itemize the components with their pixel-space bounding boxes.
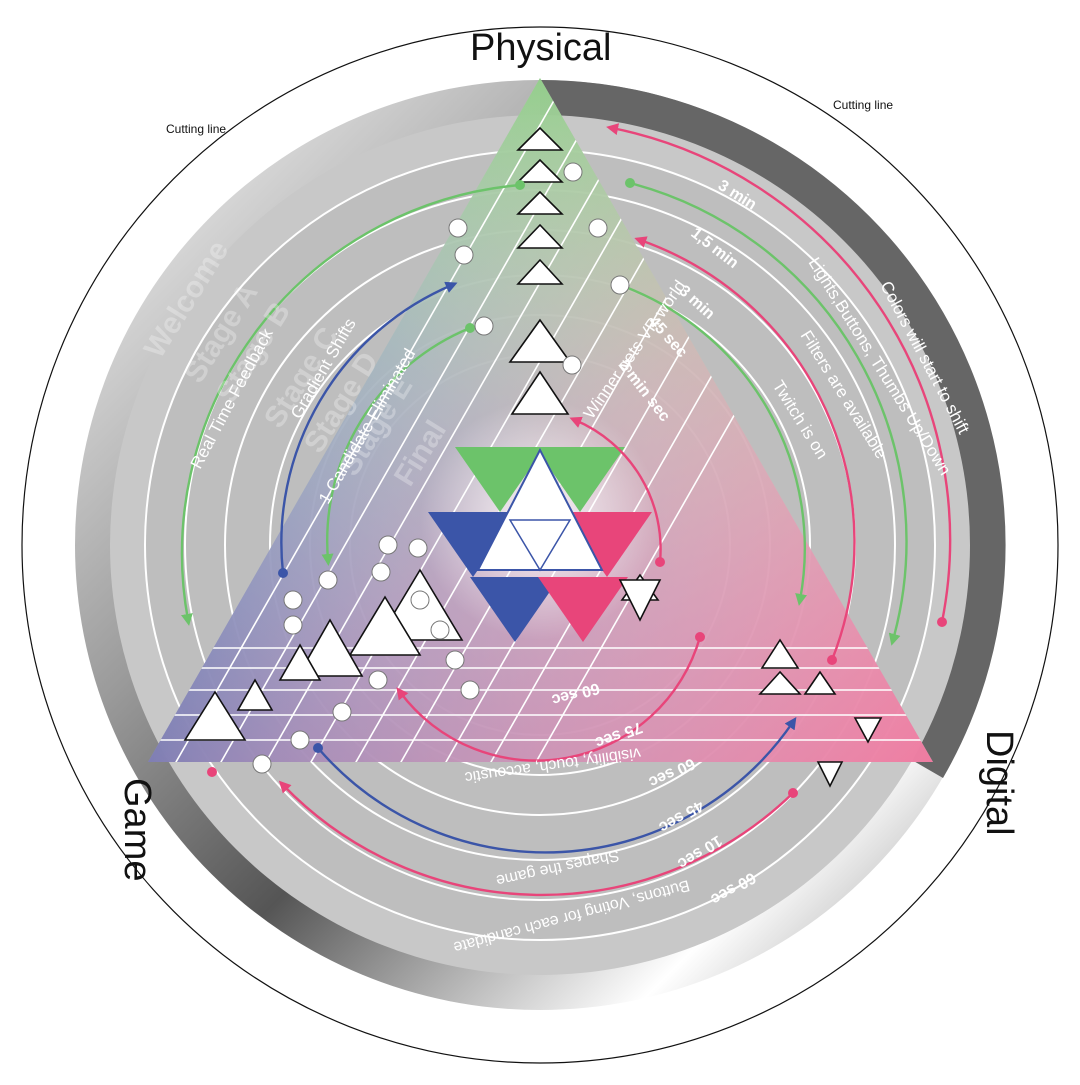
- icon-circle-18: [332, 702, 352, 722]
- center-triangles: [428, 447, 652, 642]
- arrow-pink-filters: [634, 236, 856, 661]
- center-tri-green-right: [535, 447, 625, 512]
- small-triangle-1: [516, 158, 564, 183]
- arrow-blue-bottom: [317, 717, 797, 854]
- icon-circle-16: [460, 680, 480, 700]
- dot-blue-bottom: [313, 743, 323, 753]
- small-triangle-0: [516, 126, 564, 151]
- horizontal-bands: [148, 647, 933, 741]
- small-triangle-18: [816, 761, 844, 788]
- arrow-green-lights: [629, 181, 908, 646]
- small-triangle-10: [278, 643, 322, 681]
- icon-circle-10: [371, 562, 391, 582]
- center-tri-blue-bottom: [470, 577, 560, 642]
- icon-circle-13: [410, 590, 430, 610]
- dot-pink-left: [207, 767, 217, 777]
- arrows: [180, 123, 952, 897]
- small-triangle-2: [516, 190, 564, 215]
- small-triangle-3: [516, 223, 564, 249]
- center-tri-blue-top: [428, 512, 518, 577]
- arrow-pink-winner: [569, 416, 662, 563]
- dot-pink-bottom-inner: [695, 632, 705, 642]
- icon-circle-2: [474, 316, 494, 336]
- diagonal-line-0: [159, 89, 561, 762]
- corner-game: Game: [116, 778, 158, 882]
- small-triangle-4: [516, 258, 564, 285]
- icon-circle-9: [318, 570, 338, 590]
- dot-pink-filters: [827, 655, 837, 665]
- corner-digital: Digital: [978, 730, 1020, 836]
- icon-circle-1: [454, 245, 474, 265]
- small-triangles: [183, 126, 883, 788]
- center-tri-green-left: [455, 447, 545, 512]
- small-triangle-19: [618, 579, 662, 622]
- center-inner-triangle: [508, 519, 572, 572]
- icon-circle-12: [283, 615, 303, 635]
- icon-circle-20: [252, 754, 272, 774]
- dot-green-lights: [625, 178, 635, 188]
- small-triangle-8: [348, 595, 422, 656]
- small-triangle-17: [853, 717, 883, 744]
- icon-circle-15: [445, 650, 465, 670]
- arrow-blue-gradient: [280, 281, 458, 574]
- icon-circle-11: [283, 590, 303, 610]
- arrow-green-candidate: [321, 326, 471, 566]
- cutting-line-left: Cutting line: [166, 122, 227, 136]
- dot-pink-winner: [655, 557, 665, 567]
- icon-circle-19: [290, 730, 310, 750]
- icon-circle-8: [408, 538, 428, 558]
- small-triangle-6: [510, 370, 570, 415]
- small-triangle-5: [508, 318, 572, 363]
- dot-green-realtime: [515, 180, 525, 190]
- small-triangle-16: [758, 670, 802, 695]
- cutting-line-right: Cutting line: [833, 98, 894, 112]
- arrow-pink-bottom-outer: [278, 780, 794, 897]
- icon-circle-17: [368, 670, 388, 690]
- corner-physical: Physical: [470, 27, 612, 69]
- arrow-green-twitch: [619, 283, 808, 606]
- small-triangle-9: [296, 618, 364, 677]
- icon-circle-4: [588, 218, 608, 238]
- center-tri-pink-top: [562, 512, 652, 577]
- dot-pink-colors: [937, 617, 947, 627]
- small-triangle-11: [183, 690, 247, 741]
- icon-circles: [252, 162, 630, 774]
- dot-green-candidate: [465, 323, 475, 333]
- arrow-pink-colors: [606, 123, 952, 623]
- dot-blue-gradient: [278, 568, 288, 578]
- icon-circle-0: [448, 218, 468, 238]
- icon-circle-6: [562, 355, 582, 375]
- arrow-pink-bottom-inner: [396, 636, 702, 762]
- center-tri-pink-bottom: [538, 577, 628, 642]
- small-triangle-15: [803, 670, 837, 695]
- icon-circle-14: [430, 620, 450, 640]
- small-triangle-14: [760, 638, 800, 669]
- icon-circle-7: [378, 535, 398, 555]
- arrow-green-realtime: [180, 183, 521, 626]
- dot-pink-bottom-outer: [788, 788, 798, 798]
- icon-circle-5: [610, 275, 630, 295]
- icon-circle-3: [563, 162, 583, 182]
- small-triangle-12: [236, 678, 274, 711]
